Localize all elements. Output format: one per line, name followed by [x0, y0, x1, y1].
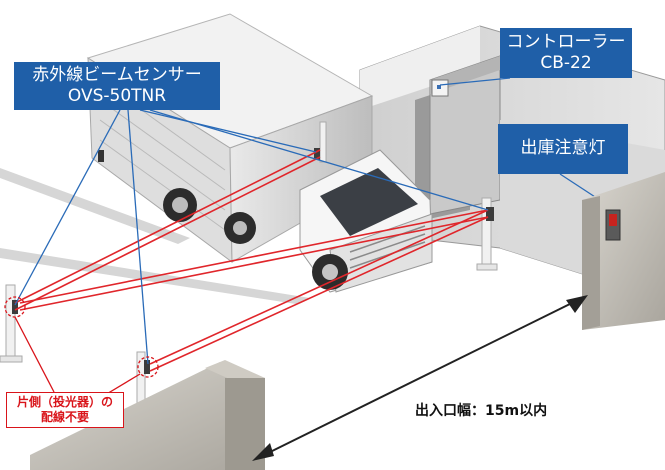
wiring-callouts: [4, 296, 159, 399]
sensor-label: 赤外線ビームセンサー OVS-50TNR: [14, 62, 220, 110]
wiring-note-label: 片側（投光器）の 配線不要: [6, 392, 124, 428]
width-arrow: [252, 295, 588, 461]
controller-box: [431, 79, 449, 97]
lamp-label: 出庫注意灯: [498, 124, 628, 174]
sensor-poles: [0, 121, 498, 413]
lamp-label-text: 出庫注意灯: [520, 138, 606, 158]
controller-label: コントローラー CB-22: [500, 28, 632, 78]
wiring-note-line2: 配線不要: [40, 410, 89, 424]
sensor-label-line1: 赤外線ビームセンサー: [32, 65, 202, 85]
controller-label-line1: コントローラー: [506, 32, 626, 52]
controller-label-line2: CB-22: [540, 53, 592, 73]
front-wall: [30, 360, 265, 470]
width-label: 出入口幅：15m以内: [415, 403, 548, 419]
sensor-label-line2: OVS-50TNR: [67, 86, 167, 106]
sensor-callouts: [14, 77, 616, 365]
infrared-beams: [14, 149, 489, 372]
wiring-note-line1: 片側（投光器）の: [16, 395, 113, 409]
